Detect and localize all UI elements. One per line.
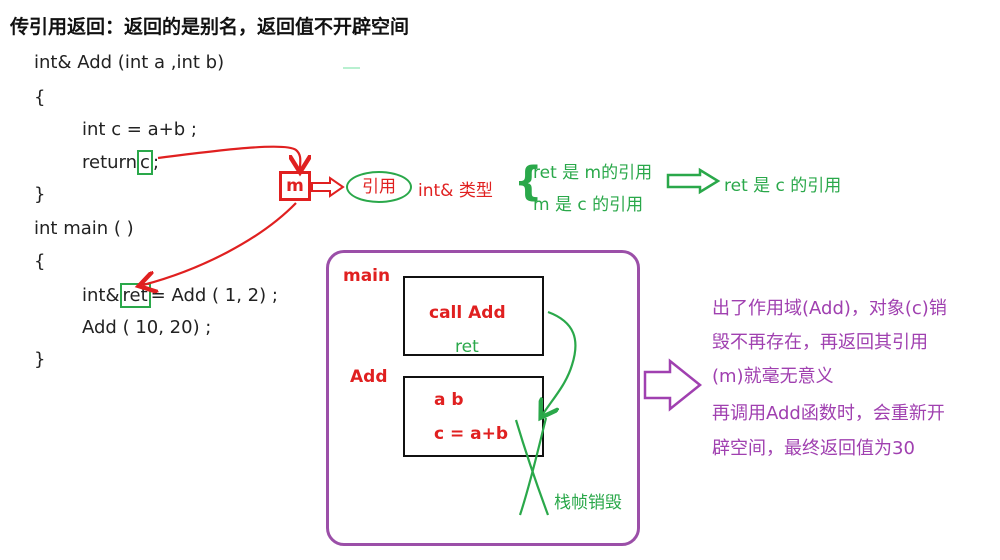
page-title: 传引用返回：返回的是别名，返回值不开辟空间 [10, 16, 410, 38]
stack-frame-container [326, 250, 640, 546]
params-ab-label: a b [434, 390, 464, 410]
type-label: int& 类型 [418, 181, 493, 201]
ret-type: int& [82, 285, 120, 306]
code-line-open-brace: { [34, 87, 46, 108]
code-line-main-open: { [34, 251, 46, 272]
curly-brace: { [514, 159, 543, 205]
code-line-assign: int c = a+b ; [82, 119, 197, 140]
call-add-label: call Add [429, 303, 506, 323]
arrow-m-to-ret [143, 202, 297, 285]
arrow-m-to-ref [311, 176, 345, 198]
code-line-second-call: Add ( 10, 20) ; [82, 317, 212, 338]
note-line-2: 毁不再存在，再返回其引用 [712, 332, 928, 353]
arrow-to-conclusion [666, 167, 721, 195]
frame-destroyed-label: 栈帧销毁 [554, 493, 622, 513]
ret-call: = Add ( 1, 2) ; [150, 285, 278, 306]
code-line-main: int main ( ) [34, 218, 134, 239]
code-line-signature: int& Add (int a ,int b) [34, 52, 225, 73]
add-frame-label: Add [350, 367, 388, 387]
destroy-cross-line-1 [514, 419, 550, 516]
local-c-label: c = a+b [434, 424, 509, 444]
ret-in-main-label: ret [455, 337, 479, 357]
relation-ret-m: ret 是 m的引用 [533, 163, 653, 183]
main-stack-box [403, 276, 544, 356]
conclusion-text: ret 是 c 的引用 [724, 176, 842, 196]
return-keyword: return [82, 152, 138, 173]
arrow-to-note [643, 358, 703, 412]
code-line-close-brace: } [34, 184, 46, 205]
return-var-c: c [137, 150, 153, 175]
reference-ellipse: 引用 [346, 171, 412, 203]
arrow-c-to-m [157, 145, 300, 168]
relation-m-c: m 是 c 的引用 [533, 195, 644, 215]
return-semicolon: ; [152, 152, 160, 173]
note-line-3: (m)就毫无意义 [712, 366, 834, 387]
add-stack-box [403, 376, 544, 457]
destroy-cross-line-2 [518, 417, 548, 516]
arrow-call-to-frame [543, 310, 577, 414]
code-line-main-close: } [34, 349, 46, 370]
note-line-4: 再调用Add函数时，会重新开 [712, 403, 945, 424]
main-frame-label: main [343, 266, 391, 286]
note-line-5: 辟空间，最终返回值为30 [712, 438, 915, 459]
note-line-1: 出了作用域(Add)，对象(c)销 [712, 298, 947, 319]
